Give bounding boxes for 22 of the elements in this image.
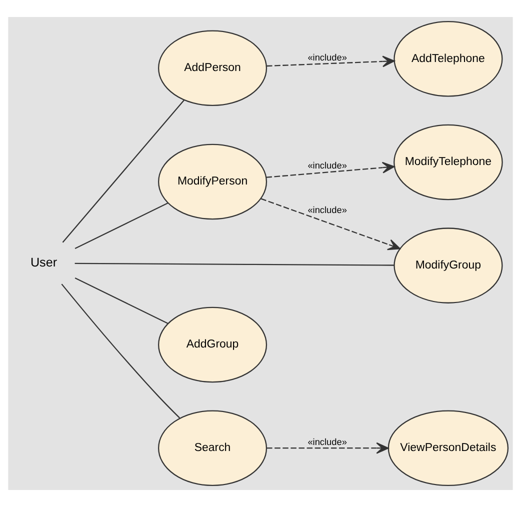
connector bbox=[62, 99, 185, 242]
node-ellipse: AddTelephone bbox=[394, 20, 503, 96]
arrow bbox=[260, 198, 400, 250]
arrow bbox=[266, 55, 395, 67]
arrow bbox=[266, 161, 395, 178]
node-ellipse: ModifyTelephone bbox=[394, 124, 503, 200]
connector bbox=[74, 262, 394, 266]
node-ellipse: AddGroup bbox=[158, 306, 268, 382]
node-ellipse: AddPerson bbox=[158, 30, 268, 106]
edge-label: «include» bbox=[308, 160, 347, 170]
node-ellipse: ModifyPerson bbox=[158, 143, 268, 220]
edge-label: «include» bbox=[308, 204, 347, 215]
node-ellipse: ModifyGroup bbox=[394, 227, 503, 303]
arrow bbox=[266, 442, 389, 454]
connector bbox=[61, 283, 180, 418]
edge-label: «include» bbox=[308, 436, 347, 447]
connector bbox=[74, 277, 168, 324]
node-ellipse: ViewPersonDetails bbox=[388, 410, 509, 486]
node-ellipse: Search bbox=[158, 410, 268, 486]
edge-label: «include» bbox=[308, 52, 347, 62]
connector bbox=[74, 202, 168, 249]
node-text: User bbox=[30, 254, 58, 269]
